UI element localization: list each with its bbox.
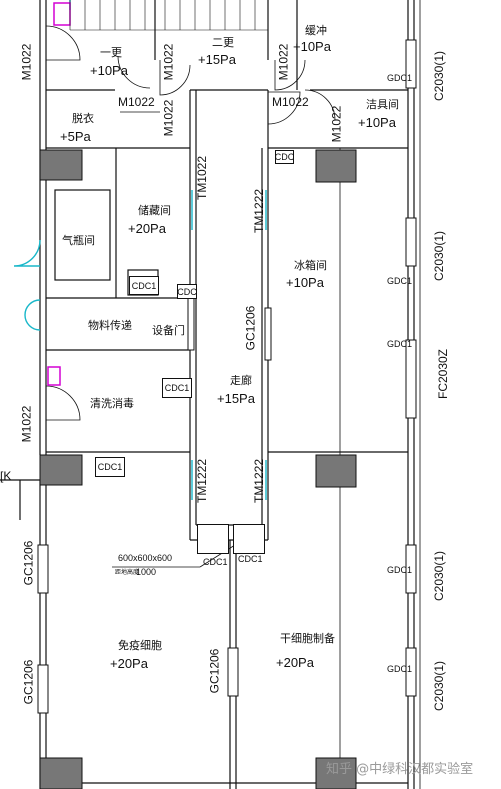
height-note-prefix: 距地高度 (115, 570, 140, 576)
room-name-change1: 一更 (100, 46, 122, 59)
window-code-gc1206-c: GC1206 (21, 659, 36, 705)
cdc1-box-corridor-left: CDC1 (95, 457, 125, 477)
window-code-gc1206-b: GC1206 (21, 540, 36, 586)
door-code-m1022-e: M1022 (329, 105, 344, 143)
room-name-fridge: 冰箱间 (294, 259, 327, 272)
door-code-m1022-a: M1022 (19, 43, 34, 81)
gdc1-label-c: GDC1 (387, 339, 413, 349)
room-name-undress: 脱衣 (72, 112, 94, 125)
label-equipment-door: 设备门 (152, 324, 185, 337)
door-code-tm1022: TM1022 (195, 155, 210, 201)
door-code-m1022-f: M1022 (19, 405, 34, 443)
cdc-box-a: CDC (274, 150, 295, 164)
room-pressure-change2: +15Pa (198, 52, 236, 67)
door-code-m1022-b: M1022 (161, 43, 176, 81)
room-name-corridor: 走廊 (230, 374, 252, 387)
room-name-gas-cylinder: 气瓶间 (62, 234, 95, 247)
cdc1-box-wash: CDC1 (162, 378, 192, 398)
pass-box-left (197, 524, 229, 554)
room-name-stem: 干细胞制备 (280, 632, 335, 645)
room-pressure-change1: +10Pa (90, 63, 128, 78)
room-name-wash: 清洗消毒 (90, 397, 134, 410)
cdc1-label-pass-left: CDC1 (203, 557, 228, 567)
room-name-change2: 二更 (212, 36, 234, 49)
door-code-m1022-g: M1022 (118, 95, 155, 109)
watermark: 知乎 @中绿科汉都实验室 (326, 762, 474, 777)
edge-text: [K (0, 469, 12, 483)
room-pressure-corridor: +15Pa (217, 391, 255, 406)
window-code-c2030-b: C2030(1) (432, 230, 447, 282)
room-pressure-immune: +20Pa (110, 656, 148, 671)
window-code-c2030-c: C2030(1) (432, 550, 447, 602)
gdc1-label-b: GDC1 (387, 276, 413, 286)
height-note: 1000 (136, 567, 157, 577)
door-code-m1022-c: M1022 (276, 43, 291, 81)
room-name-storage: 储藏间 (138, 204, 171, 217)
door-code-tm1222-b: TM1222 (195, 458, 210, 504)
cdc1-box-storage: CDC1 (129, 276, 159, 295)
door-code-tm1222-c: TM1222 (252, 458, 267, 504)
size-note: 600x600x600 (118, 553, 173, 563)
room-name-immune: 免疫细胞 (118, 639, 162, 652)
window-code-gc1206-d: GC1206 (207, 648, 222, 694)
cdc-box-b: CDC (177, 284, 197, 299)
gdc1-label-d: GDC1 (387, 565, 413, 575)
window-code-c2030-d: C2030(1) (432, 660, 447, 712)
room-pressure-undress: +5Pa (60, 129, 91, 144)
room-name-buffer: 缓冲 (305, 24, 327, 37)
pass-box-right (233, 524, 265, 554)
window-code-c2030-a: C2030(1) (432, 50, 447, 102)
window-code-fc2030: FC2030Z (436, 348, 451, 400)
room-name-material-pass: 物料传递 (88, 319, 132, 332)
room-pressure-clean-room: +10Pa (358, 115, 396, 130)
room-pressure-stem: +20Pa (276, 655, 314, 670)
door-code-tm1222-a: TM1222 (252, 188, 267, 234)
window-code-gc1206-a: GC1206 (243, 305, 258, 351)
gdc1-label-e: GDC1 (387, 664, 413, 674)
door-code-m1022-h: M1022 (272, 95, 309, 109)
room-name-clean-room: 洁具间 (366, 98, 399, 111)
cdc1-label-pass-right: CDC1 (238, 554, 263, 564)
gdc1-label-a: GDC1 (387, 73, 413, 83)
room-pressure-buffer: +10Pa (293, 39, 331, 54)
room-pressure-storage: +20Pa (128, 221, 166, 236)
door-code-m1022-d: M1022 (161, 99, 176, 137)
room-pressure-fridge: +10Pa (286, 275, 324, 290)
